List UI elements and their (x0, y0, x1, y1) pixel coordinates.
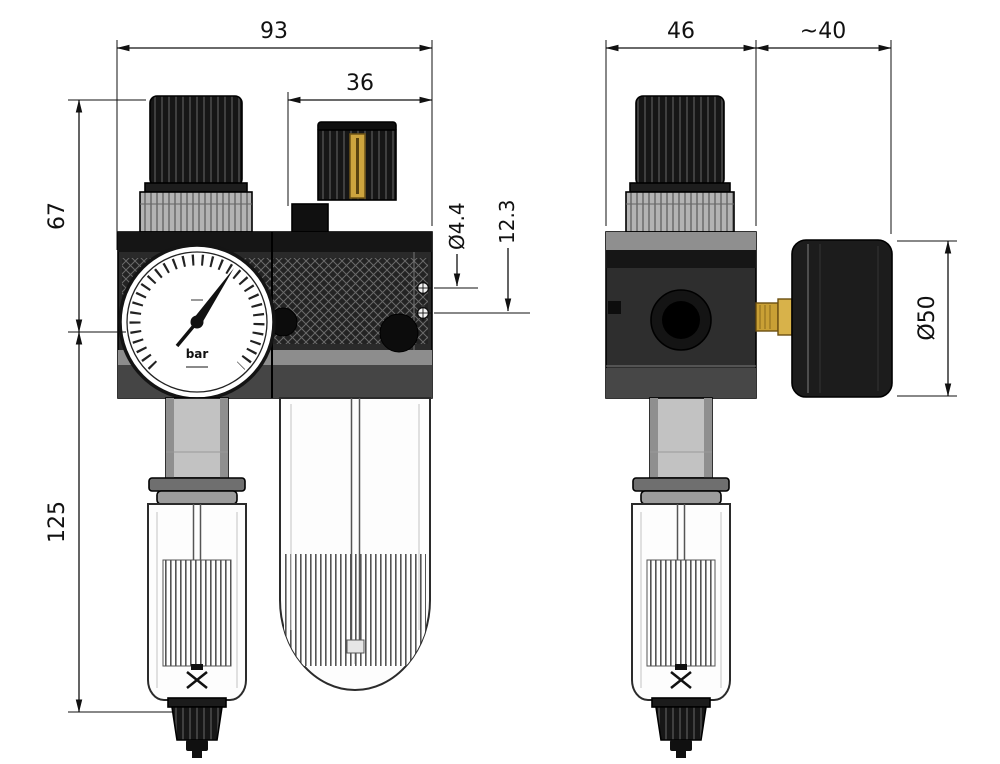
side-port-square (608, 301, 621, 314)
dim-total-width-label: 93 (260, 19, 288, 44)
lubricator-bowl (279, 397, 431, 691)
side-body (605, 231, 757, 399)
dim-oiler-width-label: 36 (346, 71, 374, 96)
brass-stem (755, 302, 779, 332)
dim-upper-height-label: 67 (45, 202, 70, 230)
filter-element (162, 559, 232, 667)
knob-lock-collar (139, 191, 253, 233)
dim-hole-diameter: Ø4.4 (434, 202, 478, 289)
knob-base-ring (144, 182, 248, 193)
dim-bowl-height: 125 (45, 331, 172, 713)
dim-hole-diameter-label: Ø4.4 (445, 202, 469, 250)
regulator-knob (139, 95, 253, 233)
side-drain-valve (651, 697, 711, 758)
brass-hex-nut (777, 298, 793, 336)
gauge-hub (190, 315, 204, 329)
dim-hole-spacing-label: 12.3 (495, 199, 519, 244)
dim-gauge-diameter-label: Ø50 (915, 295, 940, 340)
front-view: bar (117, 95, 433, 758)
sight-port (379, 313, 419, 353)
oil-fill-cap (291, 121, 397, 233)
bowl-flange (148, 477, 246, 492)
filter-unit (147, 397, 247, 758)
gauge-side-assembly (755, 239, 893, 398)
dim-bowl-height-label: 125 (45, 501, 70, 543)
dim-hole-spacing: 12.3 (434, 199, 530, 314)
drain-valve (167, 697, 227, 758)
gauge-needle (192, 268, 234, 325)
dimension-annotations: 93 36 67 125 Ø4.4 (45, 19, 957, 713)
mounting-holes (415, 280, 431, 321)
pressure-gauge-front: bar (118, 243, 276, 401)
side-view (605, 95, 893, 758)
dim-side-width: 46 (605, 19, 757, 226)
side-regulator-knob (625, 95, 735, 233)
dim-total-width: 93 (116, 19, 433, 250)
cap-side-tab (291, 203, 329, 233)
dim-gauge-depth-label: ~40 (800, 19, 846, 44)
gauge-unit-label: bar (186, 347, 209, 361)
dim-gauge-depth: ~40 (755, 19, 892, 234)
filter-riser (165, 397, 229, 479)
dim-oiler-width: 36 (287, 71, 433, 206)
gauge-side-body (791, 239, 893, 398)
dim-side-width-label: 46 (667, 19, 695, 44)
dim-gauge-diameter: Ø50 (897, 240, 957, 397)
side-filter-unit (631, 397, 731, 758)
